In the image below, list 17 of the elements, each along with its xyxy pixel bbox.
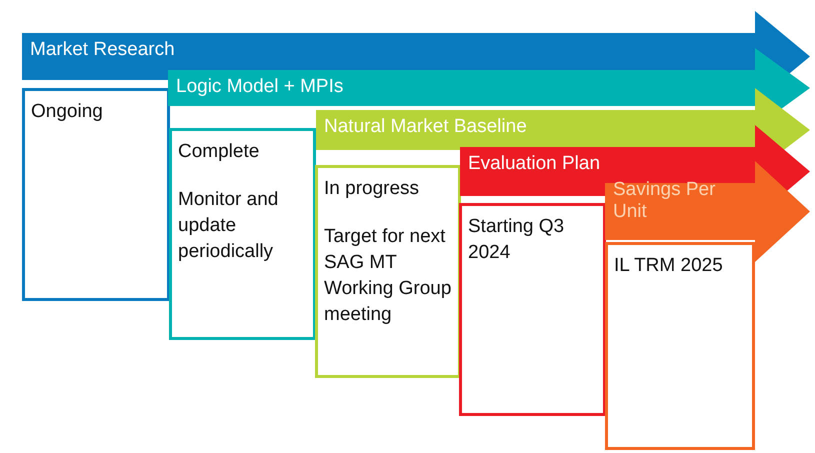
status-box (22, 88, 170, 301)
status-box (169, 128, 316, 340)
status-text: IL TRM 2025 (614, 254, 724, 278)
status-box (459, 203, 606, 416)
stage-title: Savings Per Unit (613, 179, 716, 223)
stage-title: Market Research (30, 39, 175, 61)
status-text: Complete (178, 140, 260, 164)
status-text: Monitor and update periodically (178, 188, 280, 264)
stage-title: Logic Model + MPIs (176, 76, 344, 98)
status-text: Ongoing (31, 100, 104, 124)
stage-title: Evaluation Plan (468, 153, 600, 175)
status-box (315, 165, 461, 378)
status-box (605, 242, 755, 450)
status-text: Starting Q3 2024 (468, 215, 566, 265)
status-text: In progress (324, 177, 420, 201)
status-text: Target for next SAG MT Working Group meeting (324, 225, 452, 327)
stage-title: Natural Market Baseline (324, 116, 527, 138)
